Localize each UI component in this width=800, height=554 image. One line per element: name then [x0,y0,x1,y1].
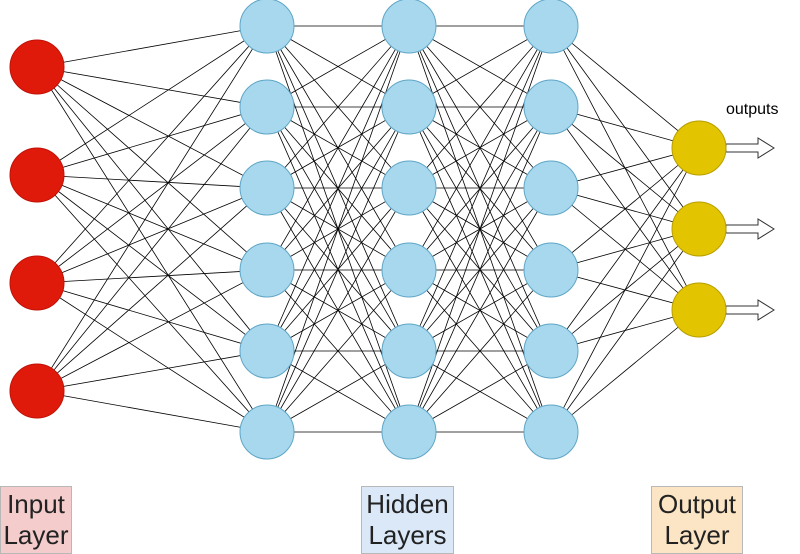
hidden-layers-label-line1: Hidden [366,489,449,519]
input-neuron-0 [9,39,65,95]
hidden1-neuron-1 [239,79,295,135]
hidden3-neuron-2 [523,160,579,216]
neurons [9,0,727,460]
output-arrow-0 [725,137,775,159]
input-layer-label-line2: Layer [3,520,69,550]
connection-hidden3-5-to-output-0 [550,147,700,433]
hidden3-neuron-1 [523,79,579,135]
connection-hidden3-4-to-output-0 [550,147,700,352]
connection-hidden3-5-to-output-1 [550,228,700,433]
hidden3-neuron-0 [523,0,579,54]
connection-input-1-to-hidden1-4 [36,174,268,352]
hidden-layers-label-line2: Layers [368,520,447,550]
connection-input-1-to-hidden1-2 [36,174,268,189]
hidden2-neuron-3 [381,242,437,298]
connection-hidden1-3-to-hidden2-0 [266,25,410,271]
output-neuron-2 [671,282,727,338]
connection-input-0-to-hidden1-0 [36,25,268,68]
connection-input-3-to-hidden1-0 [36,25,268,392]
connection-hidden2-5-to-hidden3-1 [408,106,552,433]
hidden1-neuron-0 [239,0,295,54]
hidden1-neuron-2 [239,160,295,216]
connection-hidden3-5-to-output-2 [550,309,700,433]
hidden3-neuron-4 [523,323,579,379]
connection-input-2-to-hidden1-5 [36,282,268,433]
hidden3-neuron-3 [523,242,579,298]
connection-hidden1-2-to-hidden2-0 [266,25,410,189]
connection-input-2-to-hidden1-1 [36,106,268,284]
connection-hidden2-4-to-hidden3-0 [408,25,552,352]
hidden1-neuron-5 [239,404,295,460]
connection-input-3-to-hidden1-4 [36,350,268,392]
connection-input-3-to-hidden1-3 [36,269,268,392]
output-arrows [725,137,775,321]
connections [36,25,700,433]
connection-input-1-to-hidden1-1 [36,106,268,176]
output-arrow-1 [725,218,775,240]
input-layer-label-line1: Input [7,489,65,519]
hidden2-neuron-2 [381,160,437,216]
hidden3-neuron-5 [523,404,579,460]
input-layer-label: Input Layer [0,486,72,554]
connection-hidden3-0-to-output-0 [550,25,700,149]
connection-hidden3-3-to-output-0 [550,147,700,271]
hidden-layers-label: Hidden Layers [361,486,454,554]
input-neuron-1 [9,147,65,203]
output-neuron-0 [671,120,727,176]
connection-input-2-to-hidden1-4 [36,282,268,352]
output-layer-label: Output Layer [651,486,743,554]
connection-input-0-to-hidden1-2 [36,66,268,189]
hidden1-neuron-3 [239,242,295,298]
outputs-label: outputs [726,101,779,118]
hidden1-neuron-4 [239,323,295,379]
connection-hidden1-5-to-hidden2-1 [266,106,410,433]
connection-input-1-to-hidden1-3 [36,174,268,271]
connection-input-2-to-hidden1-2 [36,187,268,284]
output-layer-label-line2: Layer [664,520,730,550]
output-layer-label-line1: Output [657,489,737,519]
connection-hidden2-3-to-hidden3-0 [408,25,552,271]
connection-hidden1-5-to-hidden2-3 [266,269,410,433]
connection-hidden2-5-to-hidden3-3 [408,269,552,433]
input-neuron-2 [9,255,65,311]
connection-hidden1-5-to-hidden2-2 [266,187,410,433]
connection-input-0-to-hidden1-1 [36,66,268,108]
input-neuron-3 [9,363,65,419]
connection-input-3-to-hidden1-1 [36,106,268,392]
connection-input-1-to-hidden1-5 [36,174,268,433]
output-arrow-2 [725,299,775,321]
hidden2-neuron-0 [381,0,437,54]
connection-hidden2-5-to-hidden3-2 [408,187,552,433]
connection-input-3-to-hidden1-5 [36,390,268,433]
hidden2-neuron-1 [381,79,437,135]
hidden2-neuron-5 [381,404,437,460]
connection-input-2-to-hidden1-0 [36,25,268,284]
connection-input-2-to-hidden1-3 [36,269,268,284]
output-neuron-1 [671,201,727,257]
connection-input-1-to-hidden1-0 [36,25,268,176]
connection-hidden2-2-to-hidden3-0 [408,25,552,189]
connection-hidden1-4-to-hidden2-0 [266,25,410,352]
connection-input-0-to-hidden1-3 [36,66,268,271]
hidden2-neuron-4 [381,323,437,379]
connection-input-3-to-hidden1-2 [36,187,268,392]
